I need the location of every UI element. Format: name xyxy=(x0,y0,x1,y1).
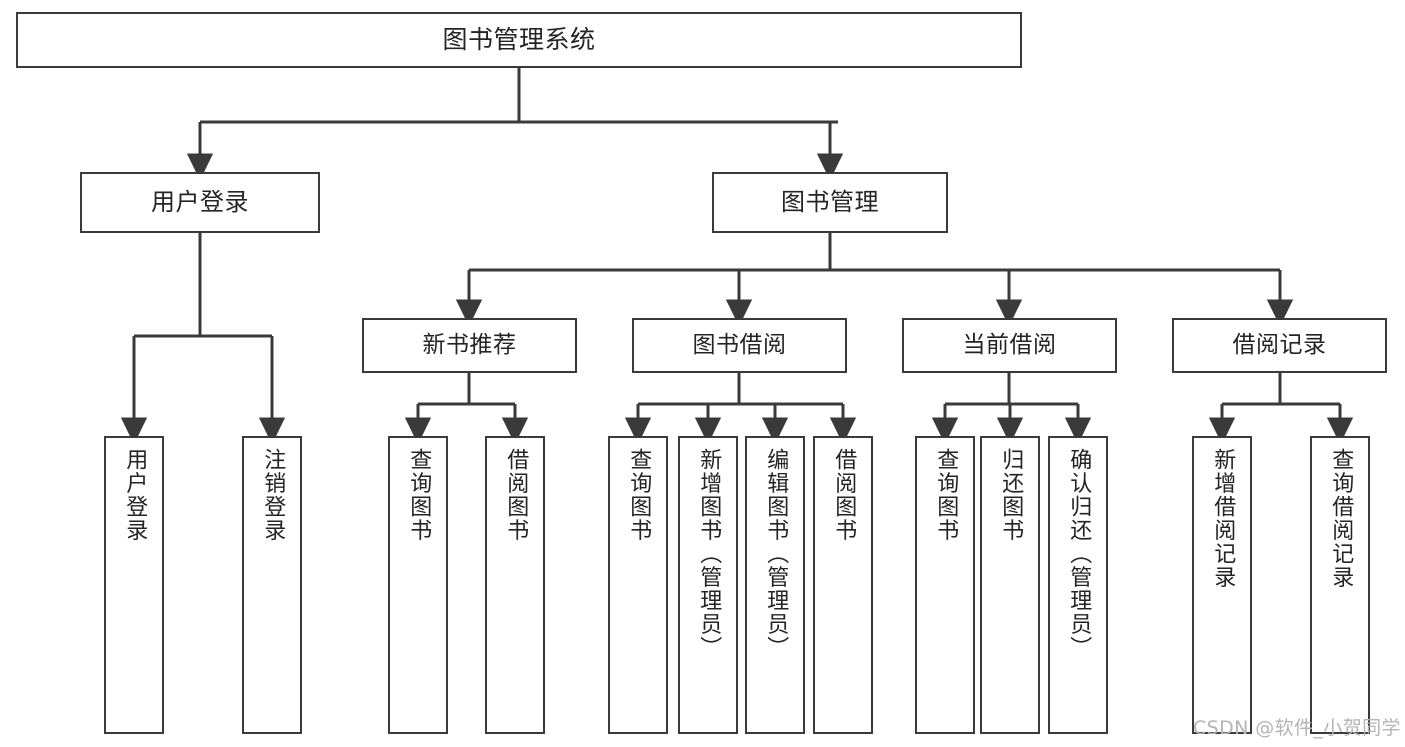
leaf-return-book[interactable]: 归还图书 xyxy=(980,436,1040,734)
leaf-query-book-current[interactable]: 查询图书 xyxy=(915,436,975,734)
leaf-edit-book-admin-label: 编辑图书（管理员） xyxy=(763,448,789,660)
node-book-manage-label: 图书管理 xyxy=(781,188,879,217)
leaf-query-book-borrow[interactable]: 查询图书 xyxy=(608,436,668,734)
leaf-confirm-return-admin-label: 确认归还（管理员） xyxy=(1066,448,1092,660)
leaf-query-book-rec[interactable]: 查询图书 xyxy=(388,436,448,734)
node-root-label: 图书管理系统 xyxy=(442,25,596,55)
leaf-query-book-current-label: 查询图书 xyxy=(933,448,959,542)
leaf-user-login-label: 用户登录 xyxy=(122,448,148,542)
leaf-borrow-book-rec-label: 借阅图书 xyxy=(503,448,529,542)
leaf-add-borrow-record-label: 新增借阅记录 xyxy=(1210,448,1236,589)
leaf-borrow-book-rec[interactable]: 借阅图书 xyxy=(485,436,545,734)
node-book-borrow[interactable]: 图书借阅 xyxy=(632,318,847,373)
leaf-query-borrow-record-label: 查询借阅记录 xyxy=(1328,448,1354,589)
node-new-book-recommend[interactable]: 新书推荐 xyxy=(362,318,577,373)
node-borrow-record[interactable]: 借阅记录 xyxy=(1172,318,1387,373)
leaf-user-logout[interactable]: 注销登录 xyxy=(242,436,302,734)
node-root[interactable]: 图书管理系统 xyxy=(16,12,1022,68)
leaf-borrow-book[interactable]: 借阅图书 xyxy=(813,436,873,734)
node-current-borrow[interactable]: 当前借阅 xyxy=(902,318,1117,373)
node-new-book-recommend-label: 新书推荐 xyxy=(422,331,517,358)
leaf-confirm-return-admin[interactable]: 确认归还（管理员） xyxy=(1048,436,1108,734)
node-borrow-record-label: 借阅记录 xyxy=(1232,331,1327,358)
csdn-watermark: CSDN @软件_小贺同学 xyxy=(1193,717,1401,739)
node-current-borrow-label: 当前借阅 xyxy=(962,331,1057,358)
leaf-add-book-admin[interactable]: 新增图书（管理员） xyxy=(678,436,738,734)
leaf-add-book-admin-label: 新增图书（管理员） xyxy=(696,448,722,660)
leaf-edit-book-admin[interactable]: 编辑图书（管理员） xyxy=(745,436,805,734)
node-book-manage[interactable]: 图书管理 xyxy=(712,172,948,233)
leaf-return-book-label: 归还图书 xyxy=(998,448,1024,542)
leaf-add-borrow-record[interactable]: 新增借阅记录 xyxy=(1192,436,1252,734)
node-user-login-label: 用户登录 xyxy=(151,188,249,217)
leaf-user-logout-label: 注销登录 xyxy=(260,448,286,542)
leaf-query-book-rec-label: 查询图书 xyxy=(406,448,432,542)
leaf-borrow-book-label: 借阅图书 xyxy=(831,448,857,542)
node-book-borrow-label: 图书借阅 xyxy=(692,331,787,358)
leaf-query-borrow-record[interactable]: 查询借阅记录 xyxy=(1310,436,1370,734)
leaf-query-book-borrow-label: 查询图书 xyxy=(626,448,652,542)
leaf-user-login[interactable]: 用户登录 xyxy=(104,436,164,734)
node-user-login[interactable]: 用户登录 xyxy=(80,172,320,233)
